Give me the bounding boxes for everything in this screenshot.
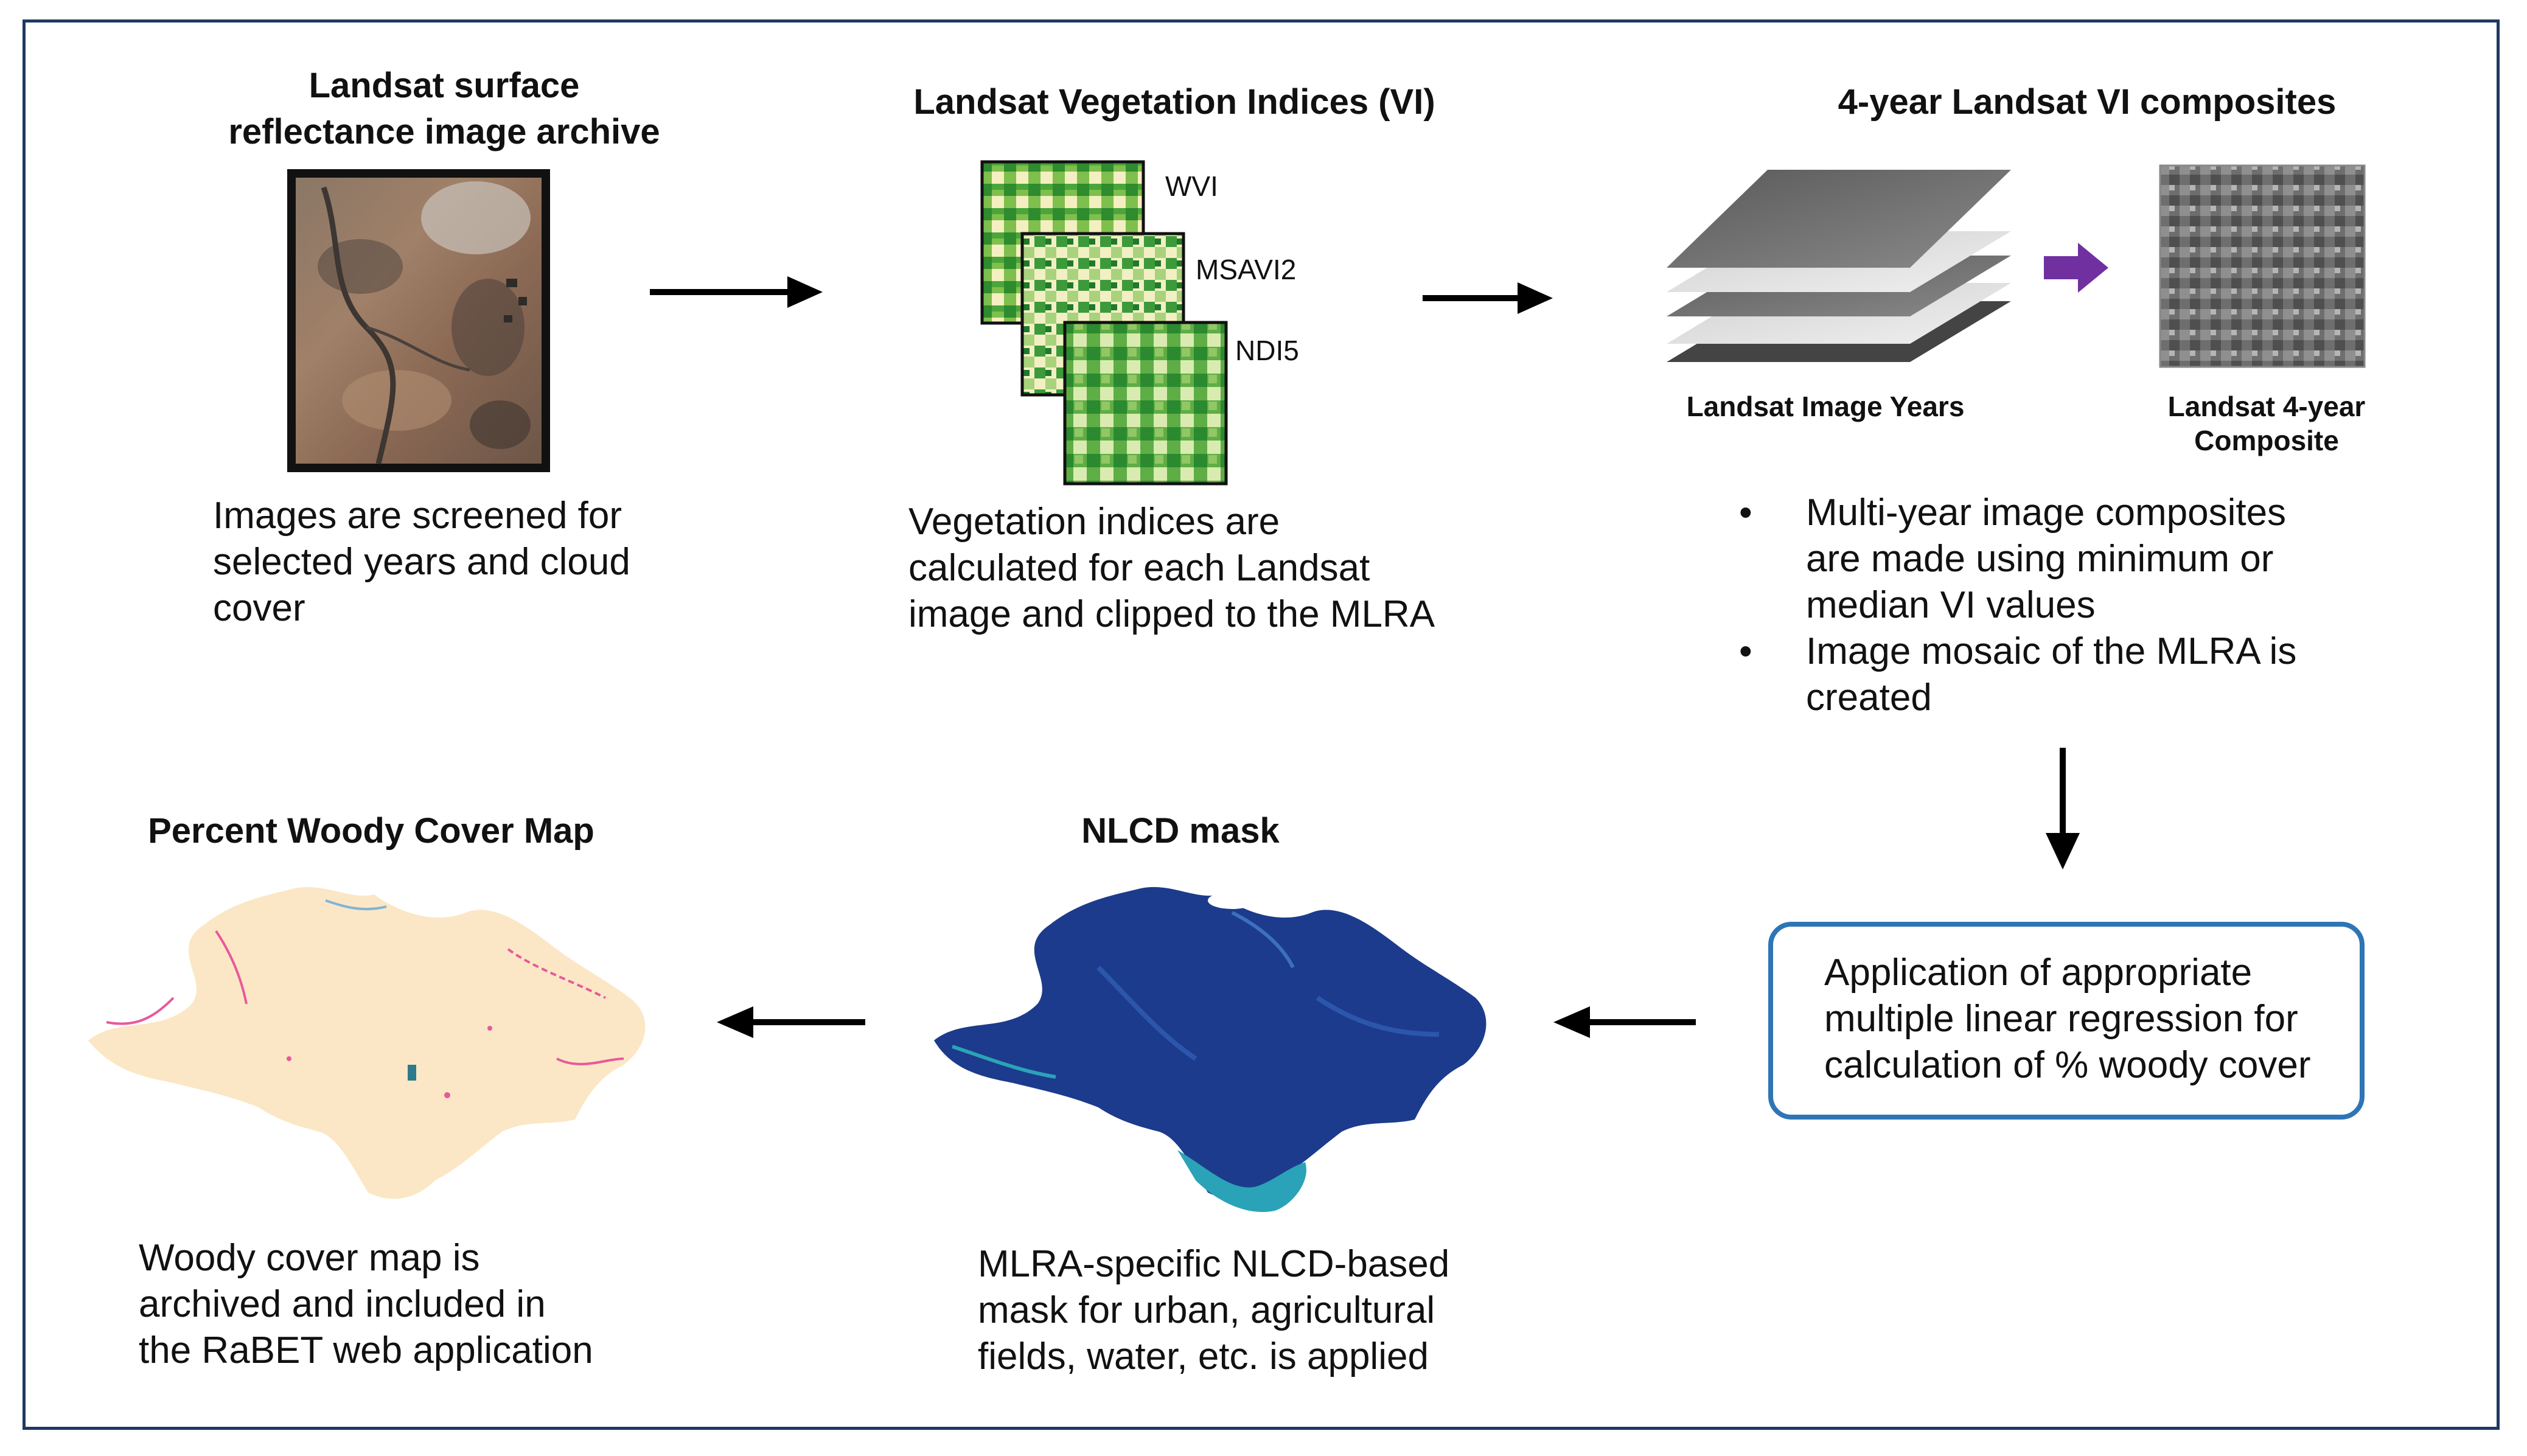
mask-description: MLRA-specific NLCD-based mask for urban,…	[978, 1241, 1525, 1380]
regression-line: Application of appropriate	[1824, 952, 2253, 994]
composite-bullet-item: Image mosaic of the MLRA is created	[1739, 629, 2439, 721]
regression-line: multiple linear regression for	[1824, 998, 2298, 1040]
nlcd-mask-map	[934, 886, 1487, 1212]
map-title: Percent Woody Cover Map	[148, 811, 594, 851]
landsat-image-years-stack	[1667, 170, 2011, 362]
map-description: Woody cover map is archived and included…	[139, 1235, 662, 1374]
bullet-line: are made using minimum or	[1806, 538, 2274, 580]
arrow-right-icon	[2044, 243, 2108, 293]
archive-title-line1: Landsat surface	[308, 66, 580, 105]
vi-layer-label-ndi5: NDI5	[1235, 335, 1299, 366]
archive-desc-line: cover	[213, 587, 305, 629]
vi-description: Vegetation indices are calculated for ea…	[908, 499, 1493, 638]
bullet-line: created	[1806, 677, 1932, 719]
composite-label-line2: Composite	[2194, 425, 2339, 456]
landsat-archive-image	[287, 169, 550, 472]
composite-label-line1: Landsat 4-year	[2167, 391, 2366, 422]
vi-desc-line: calculated for each Landsat	[908, 547, 1370, 589]
flow-arrow-left	[717, 1006, 865, 1038]
composite-title: 4-year Landsat VI composites	[1838, 82, 2337, 122]
regression-line: calculation of % woody cover	[1824, 1044, 2311, 1086]
image-years-label: Landsat Image Years	[1686, 391, 1965, 422]
landsat-composite-image	[2159, 164, 2366, 368]
composite-label: Landsat 4-year Composite	[2130, 389, 2403, 458]
flow-arrow-left	[1553, 1006, 1696, 1038]
archive-desc-line: selected years and cloud	[213, 541, 630, 583]
vi-desc-line: Vegetation indices are	[908, 501, 1280, 543]
bullet-line: Multi-year image composites	[1806, 492, 2287, 534]
regression-box: Application of appropriate multiple line…	[1768, 922, 2365, 1120]
diagram-frame	[23, 19, 2500, 1430]
flow-arrow-right	[650, 276, 823, 308]
map-desc-line: Woody cover map is	[139, 1237, 480, 1279]
archive-title: Landsat surface reflectance image archiv…	[183, 63, 706, 155]
vi-layer-label-msavi2: MSAVI2	[1196, 254, 1297, 285]
mask-title: NLCD mask	[1081, 811, 1280, 851]
bullet-line: Image mosaic of the MLRA is	[1806, 630, 2297, 672]
flow-arrow-right	[1423, 282, 1553, 314]
mask-desc-line: fields, water, etc. is applied	[978, 1336, 1429, 1378]
vi-desc-line: image and clipped to the MLRA	[908, 593, 1435, 635]
vi-layer-stack	[980, 160, 1228, 486]
composite-bullet-item: Multi-year image composites are made usi…	[1739, 490, 2439, 629]
map-desc-line: archived and included in	[139, 1283, 546, 1325]
map-desc-line: the RaBET web application	[139, 1329, 593, 1371]
vi-layer-label-wvi: WVI	[1165, 170, 1218, 202]
composite-bullets: Multi-year image composites are made usi…	[1739, 490, 2439, 721]
flow-arrow-down	[2046, 748, 2080, 869]
archive-title-line2: reflectance image archive	[228, 112, 660, 152]
bullet-line: median VI values	[1806, 584, 2096, 626]
vi-title: Landsat Vegetation Indices (VI)	[913, 82, 1435, 122]
archive-description: Images are screened for selected years a…	[213, 493, 675, 632]
mask-desc-line: MLRA-specific NLCD-based	[978, 1243, 1450, 1285]
woody-cover-map	[88, 886, 646, 1199]
archive-desc-line: Images are screened for	[213, 495, 622, 537]
mask-desc-line: mask for urban, agricultural	[978, 1289, 1435, 1331]
